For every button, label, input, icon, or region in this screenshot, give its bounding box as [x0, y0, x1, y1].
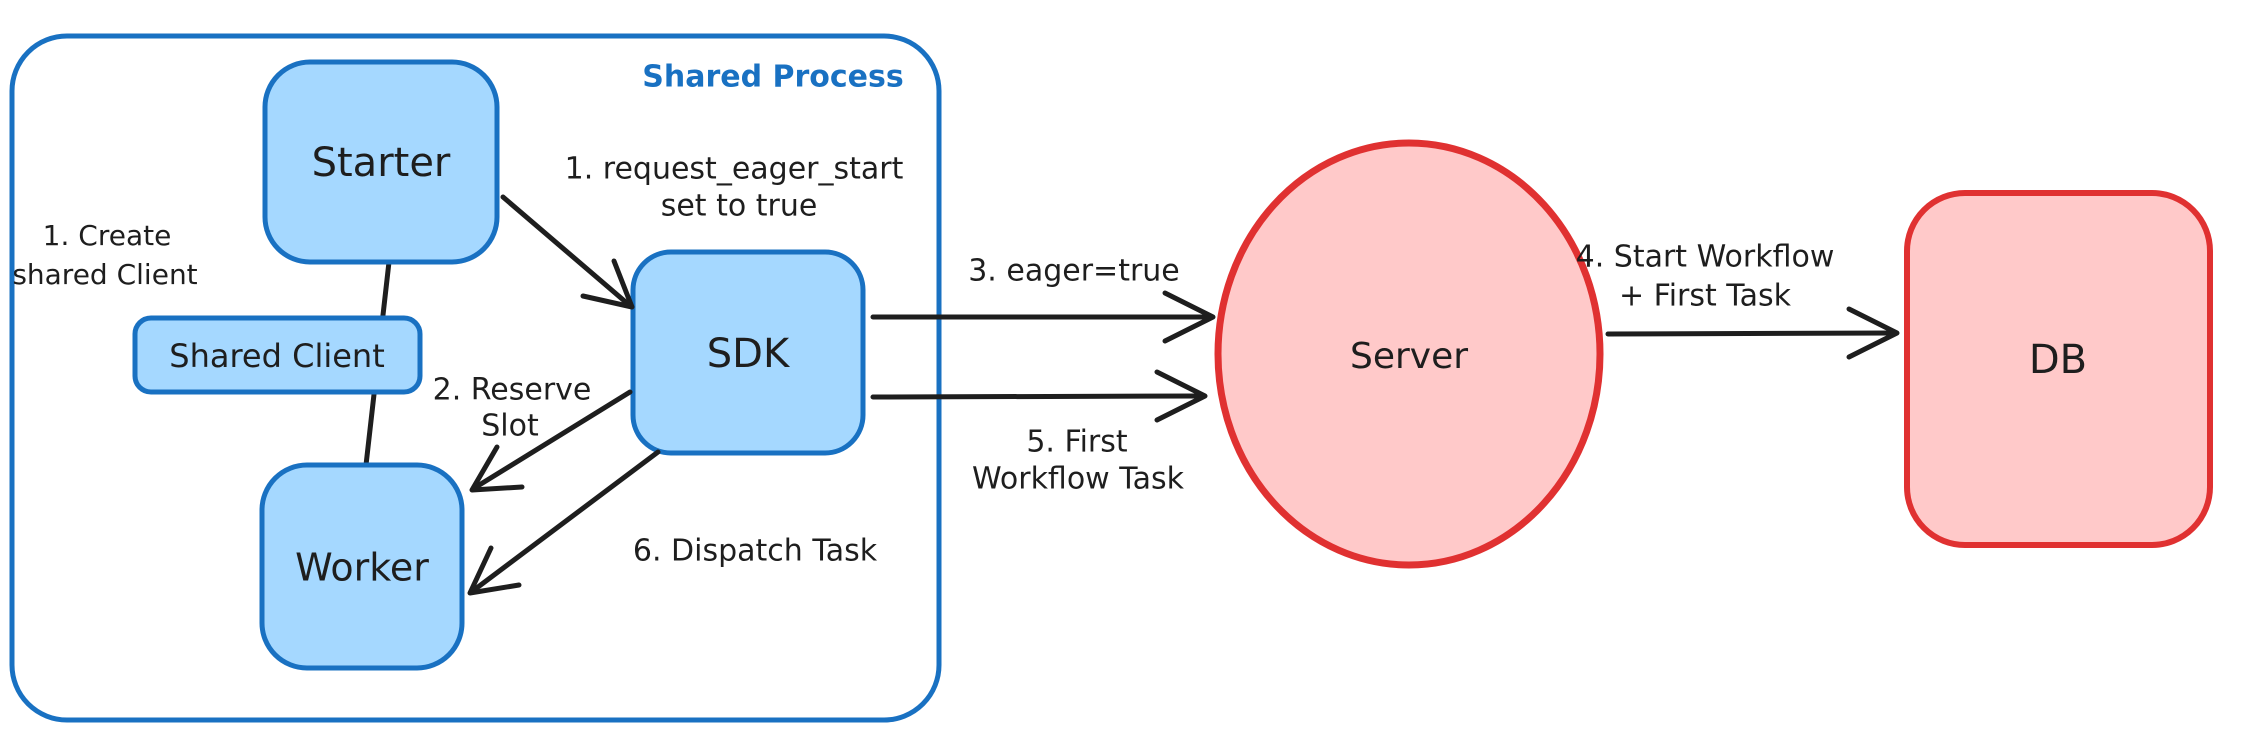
arrow-server-to-db: [1605, 306, 1900, 360]
annotation-request-eager-start-line2: set to true: [661, 189, 818, 224]
arrow-sdk-to-worker-dispatch: [467, 449, 661, 596]
arrow-starter-to-sdk: [500, 194, 635, 310]
db-node: [1904, 190, 2213, 548]
starter-node: [262, 59, 500, 265]
worker-label: Worker: [295, 546, 429, 590]
annotation-reserve-slot-line1: 2. Reserve: [433, 373, 592, 408]
annotation-request-eager-start: 1. request_eager_start set to true: [565, 152, 904, 224]
db-label: DB: [2029, 337, 2087, 383]
annotation-first-workflow-task-line1: 5. First: [1026, 425, 1128, 460]
annotation-start-workflow: 4. Start Workflow + First Task: [1576, 240, 1835, 314]
starter-label: Starter: [312, 140, 451, 186]
annotation-reserve-slot-line2: Slot: [481, 409, 539, 444]
arrow-sdk-to-worker-reserve: [469, 389, 633, 493]
annotation-eager-true: 3. eager=true: [968, 254, 1180, 289]
annotation-start-workflow-line2: + First Task: [1619, 279, 1792, 314]
annotation-first-workflow-task: 5. First Workflow Task: [972, 425, 1185, 497]
shared-client-label: Shared Client: [169, 337, 384, 375]
arrow-sdk-to-server-eager: [870, 290, 1216, 344]
shared-process-container: [9, 33, 942, 723]
annotation-create-shared-client: 1. Create shared Client: [12, 219, 197, 291]
annotation-start-workflow-line1: 4. Start Workflow: [1576, 240, 1835, 275]
server-node: [1214, 139, 1604, 569]
sdk-node: [630, 249, 866, 456]
annotation-create-shared-client-line1: 1. Create: [43, 219, 172, 252]
annotation-reserve-slot: 2. Reserve Slot: [433, 373, 592, 444]
annotation-dispatch-task: 6. Dispatch Task: [633, 534, 878, 569]
annotation-request-eager-start-line1: 1. request_eager_start: [565, 152, 904, 187]
sdk-label: SDK: [707, 331, 791, 377]
server-label: Server: [1350, 336, 1468, 377]
arrow-sdk-to-server-first-task: [870, 369, 1208, 423]
shared-process-label: Shared Process: [642, 60, 904, 95]
annotation-create-shared-client-line2: shared Client: [12, 258, 197, 291]
annotation-first-workflow-task-line2: Workflow Task: [972, 462, 1185, 497]
worker-node: [259, 462, 465, 671]
shared-client-node: [132, 315, 423, 395]
